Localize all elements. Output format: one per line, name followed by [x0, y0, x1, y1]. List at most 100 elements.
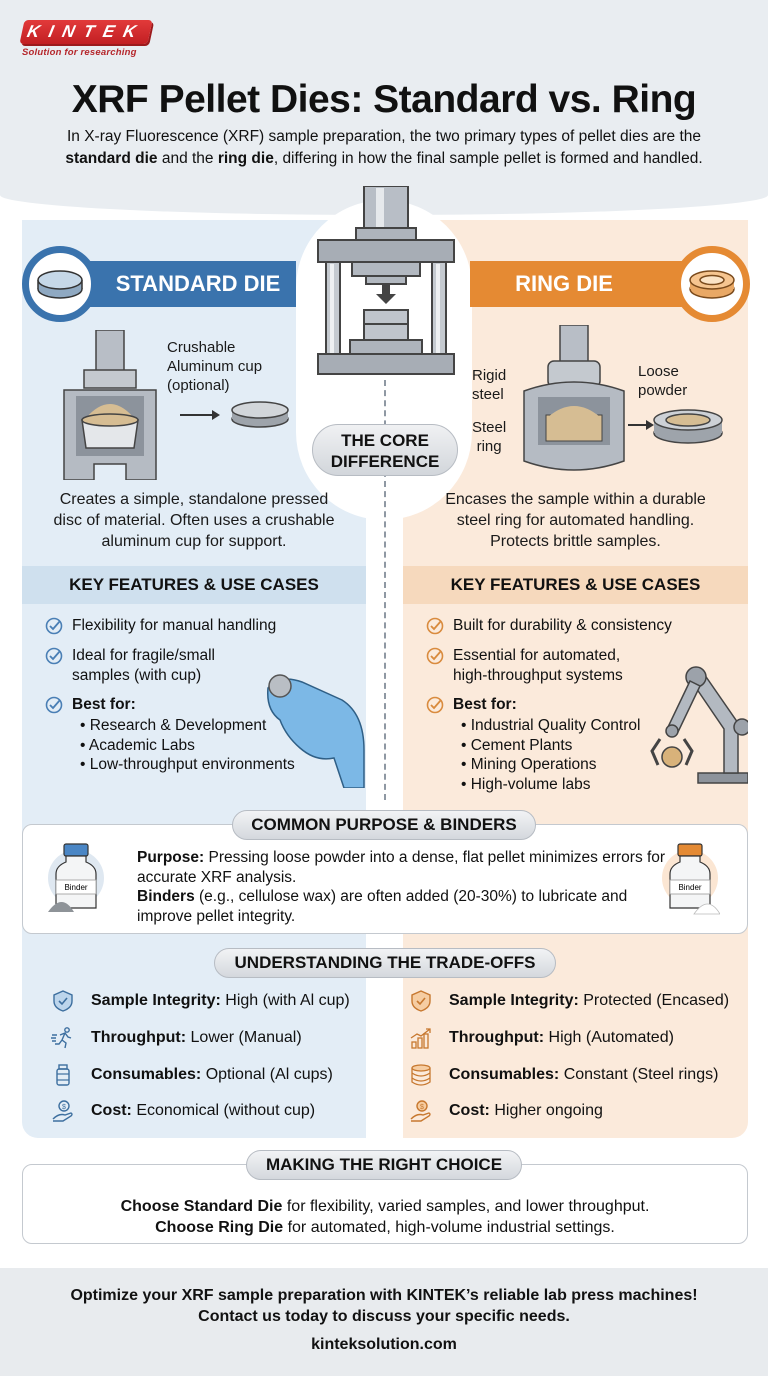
- intro-mid: and the: [157, 150, 218, 167]
- best-for-item: • High-volume labs: [461, 775, 591, 793]
- tradeoff-label: Cost:: [449, 1102, 490, 1119]
- choice-ring-body: for automated, high-volume industrial se…: [283, 1219, 615, 1236]
- tradeoff-label: Consumables:: [449, 1066, 560, 1083]
- best-for-item: • Cement Plants: [461, 736, 573, 754]
- best-for-item: • Research & Development: [80, 717, 267, 734]
- description-line: Encases the sample within a durable: [445, 491, 706, 508]
- tradeoffs-heading: UNDERSTANDING THE TRADE-OFFS: [214, 948, 556, 978]
- purpose-label: Purpose:: [137, 849, 205, 866]
- logo-tagline: Solution for researching: [22, 47, 137, 58]
- annotation-line: Aluminum cup: [167, 358, 263, 375]
- tradeoff-value: Lower (Manual): [186, 1029, 302, 1046]
- choice-ring: Choose Ring Die for automated, high-volu…: [22, 1217, 748, 1238]
- kintek-logo[interactable]: KINTEK Solution for researching: [19, 20, 153, 58]
- tradeoff-value: High (Automated): [544, 1029, 674, 1046]
- ring-feature-item: Built for durability & consistency: [426, 616, 672, 636]
- arrow-to-ring-pellet: [628, 409, 723, 444]
- page-title: XRF Pellet Dies: Standard vs. Ring: [71, 78, 697, 121]
- binder-bottle-right: Binder: [660, 838, 721, 918]
- binder-bottle-icon: Binder: [48, 843, 104, 912]
- tradeoff-value: Constant (Steel rings): [559, 1066, 719, 1083]
- bottle-label: Binder: [64, 883, 87, 892]
- standard-tradeoff-cost: $ Cost: Economical (without cup): [52, 1100, 316, 1122]
- ring-icon: [689, 270, 735, 299]
- choice-ring-label: Choose Ring Die: [155, 1219, 284, 1236]
- ring-feature-item: Essential for automated, high-throughput…: [426, 646, 623, 686]
- best-for-item: • Academic Labs: [80, 736, 195, 754]
- cta-line: Contact us today to discuss your specifi…: [198, 1308, 570, 1325]
- feature-text: Built for durability & consistency: [453, 617, 672, 634]
- svg-text:$: $: [62, 1104, 66, 1111]
- check-circle-icon: [426, 617, 444, 635]
- description-line: Creates a simple, standalone pressed: [59, 491, 329, 508]
- disc-icon: [37, 270, 83, 299]
- choice-standard-body: for flexibility, varied samples, and low…: [282, 1198, 650, 1215]
- cta-line: Optimize your XRF sample preparation wit…: [70, 1287, 698, 1304]
- best-for-item: • Low-throughput environments: [80, 756, 295, 773]
- arrow-to-disc: [180, 401, 289, 428]
- best-for-item: • Industrial Quality Control: [461, 717, 641, 734]
- tradeoff-label: Consumables:: [91, 1066, 202, 1083]
- ring-die-illustration: [523, 325, 625, 471]
- annotation-line: powder: [638, 382, 688, 399]
- ring-die-title: RING DIE: [470, 261, 698, 307]
- standard-features-heading: KEY FEATURES & USE CASES: [22, 566, 366, 604]
- annotation-line: Steel: [472, 419, 507, 436]
- common-purpose-heading: COMMON PURPOSE & BINDERS: [232, 810, 536, 840]
- standard-die-title: STANDARD DIE: [60, 261, 296, 307]
- jar-icon: [56, 1064, 70, 1086]
- feature-text: Essential for automated,: [453, 647, 621, 664]
- description-line: Protects brittle samples.: [490, 533, 661, 550]
- right-choice-heading: MAKING THE RIGHT CHOICE: [246, 1150, 522, 1180]
- feature-text: samples (with cup): [72, 667, 202, 684]
- loose-powder-annotation: Loose powder: [638, 362, 687, 400]
- check-circle-icon: [426, 696, 444, 714]
- tradeoff-label: Throughput:: [91, 1029, 187, 1046]
- tradeoff-value: Economical (without cup): [131, 1102, 316, 1119]
- purpose-text: Purpose: Pressing loose powder into a de…: [137, 848, 667, 926]
- description-line: aluminum cup for support.: [101, 533, 287, 550]
- tradeoff-label: Cost:: [91, 1102, 132, 1119]
- standard-feature-item: Flexibility for manual handling: [45, 616, 277, 636]
- intro-text: In X-ray Fluorescence (XRF) sample prepa…: [40, 126, 728, 170]
- annotation-line: Rigid: [472, 367, 507, 384]
- hand-coin-icon: $: [410, 1100, 431, 1122]
- check-circle-icon: [45, 617, 63, 635]
- tradeoff-label: Throughput:: [449, 1029, 545, 1046]
- ring-description: Encases the sample within a durable stee…: [403, 489, 748, 552]
- tradeoff-value: Optional (Al cups): [201, 1066, 333, 1083]
- description-line: disc of material. Often uses a crushable: [53, 512, 335, 529]
- best-for-item: • Mining Operations: [461, 756, 597, 773]
- intro-standard-die: standard die: [65, 150, 158, 167]
- standard-tradeoff-integrity: Sample Integrity: High (with Al cup): [53, 990, 350, 1012]
- best-for-label: Best for:: [72, 696, 136, 713]
- center-divider: [384, 380, 386, 800]
- choice-standard: Choose Standard Die for flexibility, var…: [22, 1196, 748, 1217]
- ring-badge: [674, 246, 750, 322]
- tradeoff-value: High (with Al cup): [220, 992, 350, 1009]
- core-difference-label: THE CORE DIFFERENCE: [312, 424, 458, 476]
- annotation-line: Loose: [638, 363, 679, 380]
- description-line: steel ring for automated handling.: [456, 512, 695, 529]
- common-purpose-box: [22, 824, 748, 934]
- annotation-line: steel: [472, 386, 504, 403]
- svg-text:$: $: [420, 1104, 424, 1111]
- tradeoff-label: Sample Integrity:: [449, 992, 579, 1009]
- check-circle-icon: [45, 647, 63, 665]
- binders-body: (e.g., cellulose wax) are often added (2…: [137, 888, 628, 925]
- annotation-line: ring: [476, 438, 502, 455]
- feature-text: Flexibility for manual handling: [72, 617, 277, 634]
- purpose-body: Pressing loose powder into a dense, flat…: [137, 849, 666, 886]
- core-label-line: DIFFERENCE: [330, 452, 440, 471]
- standard-feature-item: Ideal for fragile/small samples (with cu…: [45, 646, 215, 686]
- ring-tradeoff-integrity: Sample Integrity: Protected (Encased): [411, 990, 729, 1012]
- core-label-line: THE CORE: [341, 431, 429, 450]
- hydraulic-press-icon: [317, 186, 455, 375]
- growth-chart-icon: [410, 1028, 431, 1049]
- ring-tradeoff-cost: $ Cost: Higher ongoing: [410, 1100, 603, 1122]
- tradeoff-label: Sample Integrity:: [91, 992, 221, 1009]
- logo-wordmark: KINTEK: [19, 20, 153, 44]
- right-choice-text: Choose Standard Die for flexibility, var…: [22, 1196, 748, 1238]
- running-person-icon: [51, 1027, 72, 1049]
- website-link[interactable]: kinteksolution.com: [311, 1336, 457, 1353]
